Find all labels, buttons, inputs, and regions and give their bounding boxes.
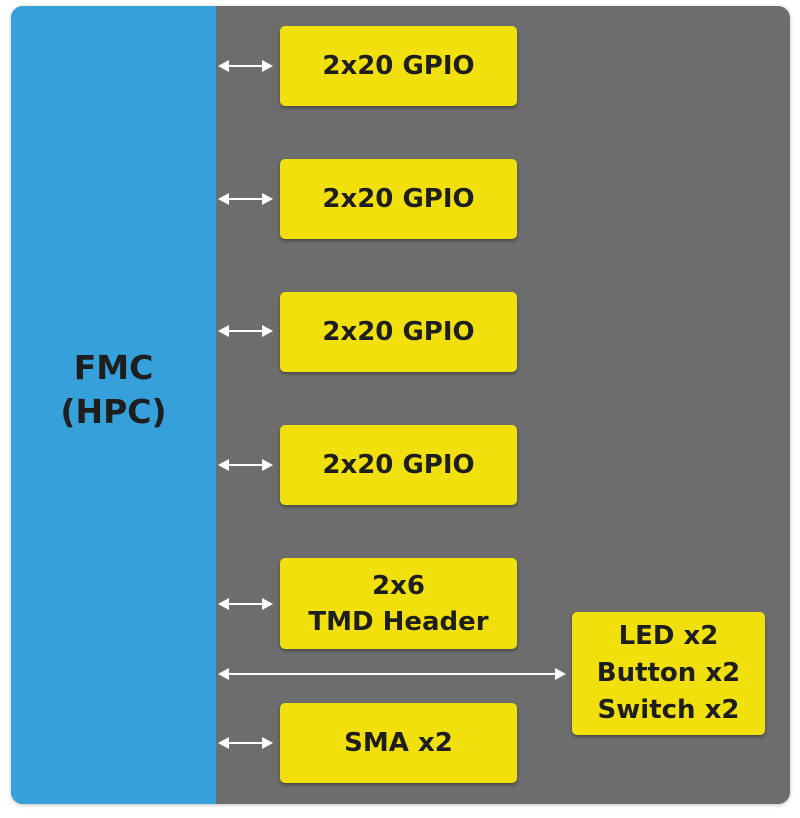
fmc-label-line1: FMC (73, 348, 154, 387)
gpio-block-3-label: 2x20 GPIO (322, 317, 475, 347)
fmc-connector-panel: FMC (HPC) (11, 6, 216, 804)
gpio-block-3: 2x20 GPIO (280, 292, 517, 372)
led-button-switch-block: LED x2 Button x2 Switch x2 (572, 612, 765, 735)
sma-block: SMA x2 (280, 703, 517, 783)
led-label: LED x2 (618, 621, 719, 651)
arrow-led-button-switch (218, 668, 566, 680)
board-diagram: FMC (HPC) (11, 6, 790, 804)
fmc-label: FMC (HPC) (60, 346, 166, 434)
tmd-header-line2: TMD Header (308, 606, 489, 637)
tmd-header-line1: 2x6 (372, 570, 425, 601)
switch-label: Switch x2 (597, 695, 740, 725)
gpio-block-1: 2x20 GPIO (280, 26, 517, 106)
gpio-block-4: 2x20 GPIO (280, 425, 517, 505)
arrow-tmd-header (218, 598, 273, 610)
button-label: Button x2 (596, 658, 741, 688)
gpio-block-4-label: 2x20 GPIO (322, 450, 475, 480)
fmc-label-line2: (HPC) (60, 392, 167, 431)
arrow-gpio-2 (218, 193, 273, 205)
arrow-gpio-4 (218, 459, 273, 471)
gpio-block-2-label: 2x20 GPIO (322, 184, 475, 214)
gpio-block-2: 2x20 GPIO (280, 159, 517, 239)
tmd-header-block: 2x6 TMD Header (280, 558, 517, 649)
arrow-sma (218, 737, 273, 749)
arrow-gpio-3 (218, 325, 273, 337)
gpio-block-1-label: 2x20 GPIO (322, 51, 475, 81)
sma-label: SMA x2 (344, 728, 453, 758)
arrow-gpio-1 (218, 60, 273, 72)
